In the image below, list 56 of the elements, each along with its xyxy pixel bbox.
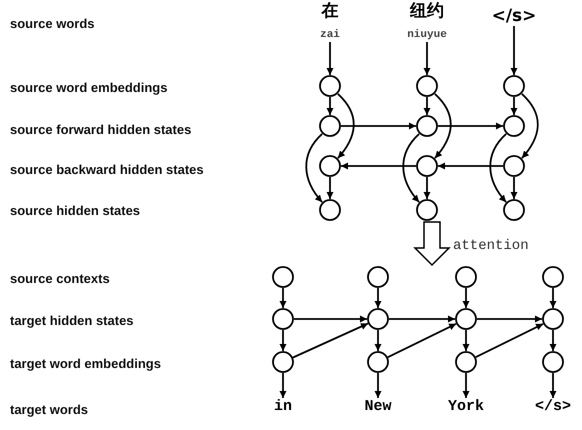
- arrow: [292, 322, 368, 358]
- target-word: </s>: [535, 398, 571, 416]
- arrow: [550, 330, 556, 351]
- source-word: 纽约: [408, 1, 445, 21]
- arrow: [462, 330, 470, 351]
- row-label: source word embeddings: [10, 80, 168, 95]
- arrow: [521, 93, 539, 159]
- arrow: [341, 162, 416, 170]
- row-label: source words: [10, 16, 95, 31]
- arrow: [326, 42, 334, 75]
- target-word: York: [448, 398, 484, 416]
- arrow: [326, 97, 334, 115]
- arrow: [337, 93, 355, 159]
- row-label: target hidden states: [10, 313, 134, 328]
- target-word: New: [364, 398, 392, 416]
- arrow: [374, 288, 382, 308]
- arrow: [280, 288, 286, 308]
- arrow: [510, 97, 518, 115]
- romanization: zai: [320, 28, 340, 42]
- arrow: [374, 330, 382, 351]
- arrow: [438, 122, 503, 130]
- arrow: [280, 373, 286, 398]
- arrow: [389, 316, 455, 322]
- arrow: [341, 122, 416, 130]
- source-word: 在: [320, 1, 340, 21]
- row-label: source contexts: [10, 271, 110, 286]
- arrow: [550, 288, 556, 308]
- arrow: [510, 26, 518, 75]
- arrow: [462, 288, 470, 308]
- row-label: target words: [10, 402, 88, 417]
- block-arrow: [413, 221, 451, 266]
- arrow: [374, 373, 382, 398]
- row-label: source hidden states: [10, 203, 140, 218]
- arrow: [424, 97, 430, 115]
- arrow: [489, 133, 507, 203]
- arrow: [294, 316, 367, 322]
- arrow: [462, 373, 470, 398]
- arrow: [388, 323, 456, 358]
- row-label: source backward hidden states: [10, 162, 204, 177]
- arrow: [476, 323, 544, 358]
- target-word: in: [274, 398, 292, 416]
- arrow: [402, 133, 420, 203]
- arrow: [280, 330, 286, 351]
- arrow: [424, 42, 430, 75]
- row-label: source forward hidden states: [10, 122, 192, 137]
- row-label: target word embeddings: [10, 356, 161, 371]
- arrow: [424, 177, 430, 199]
- arrow: [550, 373, 556, 398]
- arrow: [438, 162, 503, 170]
- arrow: [305, 133, 323, 203]
- arrow: [510, 177, 518, 199]
- romanization: niuyue: [407, 28, 447, 42]
- arrow: [434, 93, 452, 159]
- arrow: [326, 177, 334, 199]
- arrow: [477, 316, 542, 322]
- source-word: </s>: [492, 6, 536, 26]
